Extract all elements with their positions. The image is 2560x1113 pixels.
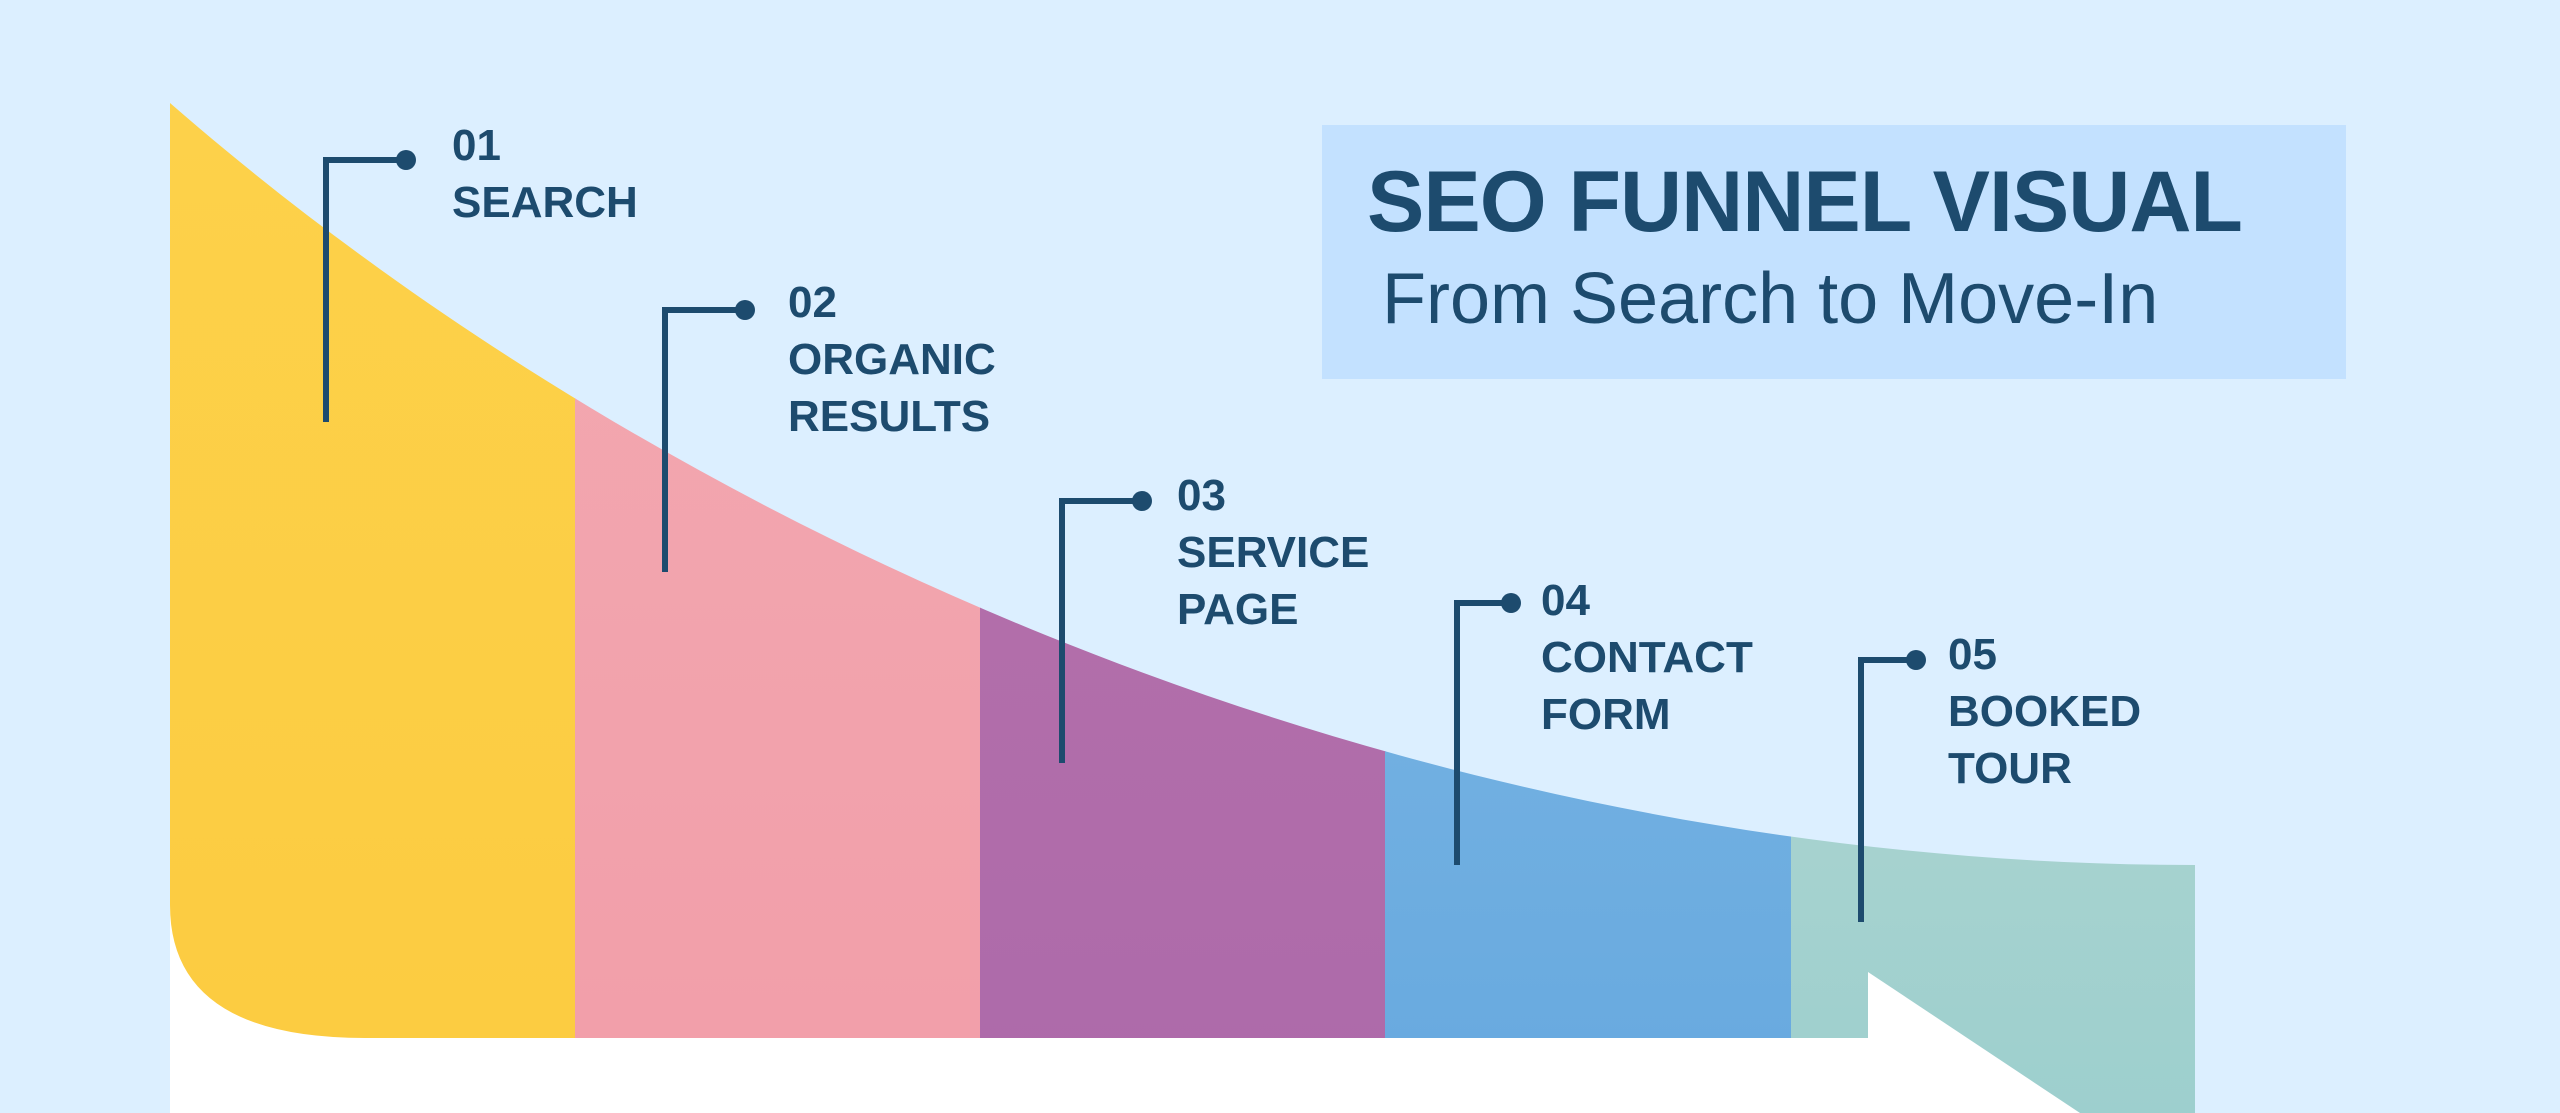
callout-dot-05 [1906,650,1926,670]
stage-name-line: SERVICE [1177,528,1370,577]
funnel-arrow-cut [1868,972,2080,1113]
stage-number: 02 [788,278,837,327]
stage-number: 01 [452,121,501,170]
stage-number: 05 [1948,630,1997,679]
callout-line-05 [1858,657,1916,922]
stage-name-line: PAGE [1177,585,1299,634]
stage-name-line: TOUR [1948,744,2072,793]
stage-name-line: ORGANIC [788,335,996,384]
callout-dot-02 [735,300,755,320]
callout-dot-03 [1132,491,1152,511]
page-subtitle: From Search to Move-In [1382,259,2159,339]
callout-dot-04 [1501,593,1521,613]
callout-line-03 [1059,498,1142,763]
stage-name-line: RESULTS [788,392,991,441]
stage-name-line: SEARCH [452,178,638,227]
stage-number: 03 [1177,471,1226,520]
funnel-base-curve [170,905,365,1038]
stage-name-line: CONTACT [1541,633,1753,682]
callout-line-02 [662,307,745,572]
stage-number: 04 [1541,576,1590,625]
stage-name-line: FORM [1541,690,1671,739]
title-box: SEO FUNNEL VISUAL From Search to Move-In [1322,125,2346,379]
callout-line-01 [323,157,406,422]
stage-name-line: BOOKED [1948,687,2142,736]
page-title: SEO FUNNEL VISUAL [1367,154,2243,250]
funnel-base [170,1038,1870,1113]
callout-line-04 [1454,600,1511,865]
callout-dot-01 [396,150,416,170]
